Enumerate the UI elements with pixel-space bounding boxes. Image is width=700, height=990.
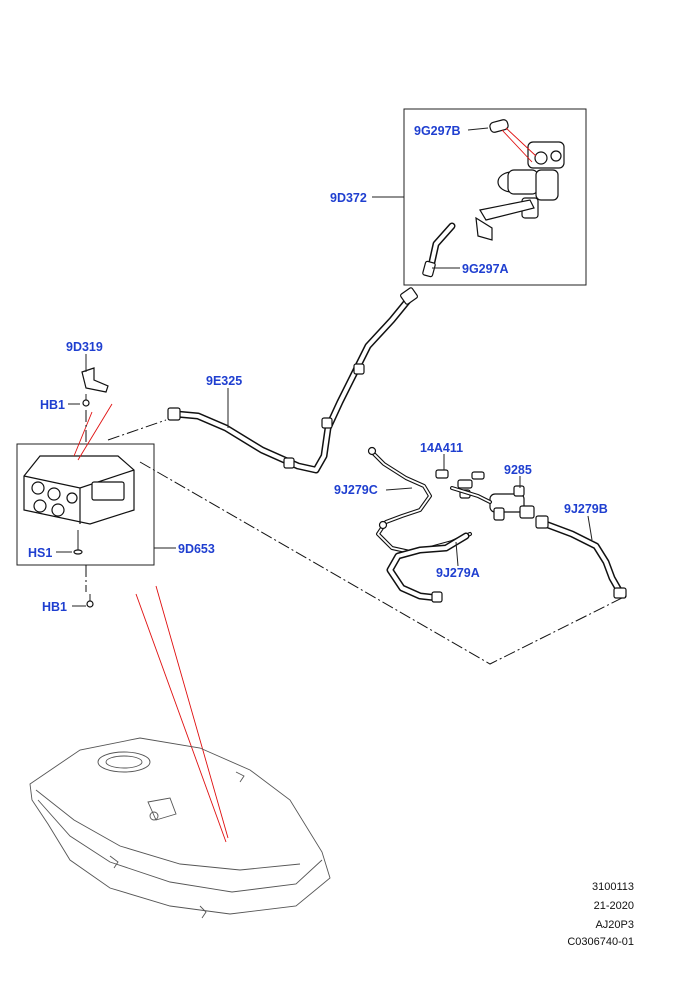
purge-valve-assembly	[475, 119, 565, 241]
callout-14a411: 14A411	[420, 441, 463, 455]
component-9285	[489, 485, 535, 521]
reference-line-3: AJ20P3	[595, 919, 634, 931]
callout-9d653: 9D653	[178, 542, 215, 556]
callout-9j279a: 9J279A	[436, 566, 480, 580]
callout-9g297b: 9G297B	[414, 124, 461, 138]
hose-9j279b	[536, 518, 624, 596]
callout-9e325: 9E325	[206, 374, 242, 388]
callout-9j279c: 9J279C	[334, 483, 378, 497]
chain-line	[139, 461, 627, 665]
component-14a411	[435, 469, 485, 499]
callout-9d372: 9D372	[330, 191, 367, 205]
callout-9d319: 9D319	[66, 340, 103, 354]
callout-hs1: HS1	[28, 546, 52, 560]
callout-hb1-upper: HB1	[40, 398, 65, 412]
callout-9g297a: 9G297A	[462, 262, 509, 276]
fuel-tank	[29, 737, 331, 919]
bracket-9d319	[81, 367, 109, 393]
reference-line-4: C0306740-01	[567, 936, 634, 948]
line-9j279c	[370, 450, 472, 554]
callout-9285: 9285	[504, 463, 532, 477]
reference-line-1: 3100113	[592, 881, 634, 893]
callout-hb1-lower: HB1	[42, 600, 67, 614]
callout-9j279b: 9J279B	[564, 502, 608, 516]
evap-canister	[23, 455, 135, 525]
reference-line-2: 21-2020	[594, 900, 634, 912]
